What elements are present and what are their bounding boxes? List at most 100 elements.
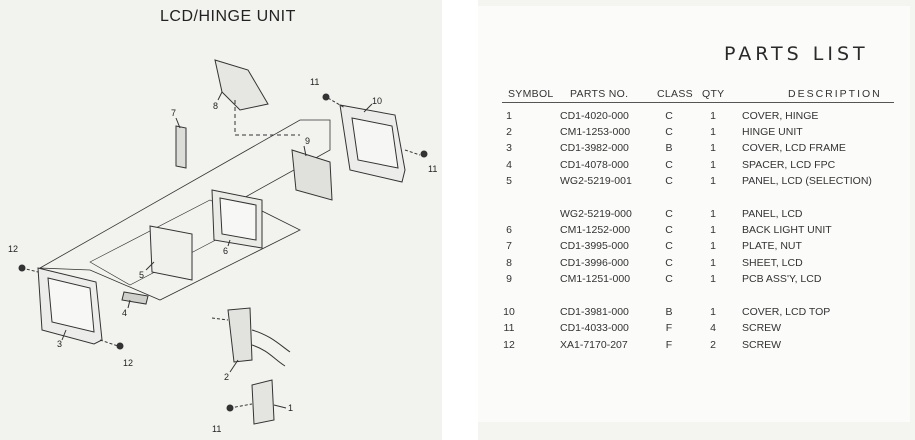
cell-parts-no: CD1-4033-000 [560,322,629,334]
cell-description: SCREW [742,339,782,351]
cell-qty: 1 [710,208,716,220]
header-class: CLASS [657,88,693,100]
cell-description: PANEL, LCD [742,208,803,220]
callout-11a: 11 [310,77,320,87]
cell-parts-no: CD1-3995-000 [560,240,629,252]
cell-parts-no: CD1-3996-000 [560,257,629,269]
cell-class: C [665,110,673,122]
cell-symbol: 9 [506,273,512,285]
cell-description: PLATE, NUT [742,240,802,252]
cell-class: C [665,175,673,187]
cell-parts-no: XA1-7170-207 [560,339,628,351]
cell-qty: 1 [710,224,716,236]
cell-symbol: 2 [506,126,512,138]
callout-11c: 11 [212,424,222,434]
gutter [442,0,478,440]
parts-list-panel: PARTS LIST SYMBOL PARTS NO. CLASS QTY DE… [478,6,910,422]
callout-5: 5 [139,270,145,280]
cell-symbol: 11 [503,322,515,334]
cell-qty: 1 [710,273,716,285]
cell-qty: 1 [710,142,716,154]
cell-symbol: 7 [506,240,512,252]
cell-class: C [665,159,673,171]
cell-description: SHEET, LCD [742,257,803,269]
cell-parts-no: CM1-1251-000 [560,273,631,285]
cell-class: B [665,306,673,318]
cell-parts-no: CD1-3981-000 [560,306,629,318]
cell-qty: 1 [710,240,716,252]
callout-1: 1 [288,403,294,413]
cell-parts-no: CD1-4020-000 [560,110,629,122]
header-description: DESCRIPTION [788,88,882,100]
cell-class: B [665,142,673,154]
part-5-panel [149,225,193,281]
diagram-title: LCD/HINGE UNIT [160,8,296,25]
cell-description: BACK LIGHT UNIT [742,224,832,236]
cell-parts-no: WG2-5219-001 [560,175,632,187]
cell-qty: 1 [710,126,716,138]
part-9-pcb [291,149,333,201]
cell-symbol: 12 [503,339,515,351]
cell-qty: 1 [710,110,716,122]
cell-description: COVER, LCD TOP [742,306,831,318]
cell-class: F [665,322,673,334]
callout-9: 9 [305,136,311,146]
header-underline [502,102,894,103]
part-2-hinge-unit [227,307,253,363]
part-1-hinge-cover [251,379,275,425]
screw-11-right [420,150,428,158]
cell-qty: 2 [710,339,716,351]
cell-symbol: 10 [503,306,515,318]
header-symbol: SYMBOL [508,88,554,100]
cell-symbol: 1 [506,110,512,122]
exploded-diagram-panel: LCD/HINGE UNIT [0,0,442,440]
cell-description: SCREW [742,322,782,334]
cell-qty: 1 [710,175,716,187]
cell-class: C [665,126,673,138]
header-qty: QTY [702,88,725,100]
cell-class: C [665,240,673,252]
callout-4: 4 [122,308,128,318]
cell-description: HINGE UNIT [742,126,803,138]
cell-class: C [665,208,673,220]
cell-class: C [665,273,673,285]
callout-11b: 11 [428,164,438,174]
screw-12-right [116,342,124,350]
cell-class: F [665,339,673,351]
callout-2: 2 [224,372,230,382]
parts-list-title: PARTS LIST [724,43,869,65]
cell-symbol: 5 [506,175,512,187]
callout-12a: 12 [8,244,19,254]
cell-parts-no: CD1-4078-000 [560,159,629,171]
cell-description: COVER, LCD FRAME [742,142,846,154]
callout-10: 10 [372,96,383,106]
cell-qty: 1 [710,159,716,171]
screw-11-bottom [226,404,234,412]
exploded-view-drawing [18,59,428,425]
cell-description: PCB ASS'Y, LCD [742,273,822,285]
callout-8: 8 [213,101,219,111]
cell-symbol: 4 [506,159,512,171]
cell-symbol: 8 [506,257,512,269]
cell-qty: 1 [710,306,716,318]
cell-parts-no: CM1-1253-000 [560,126,631,138]
cell-class: C [665,257,673,269]
cell-symbol: 3 [506,142,512,154]
cell-class: C [665,224,673,236]
callout-3: 3 [57,339,63,349]
cell-parts-no: WG2-5219-000 [560,208,632,220]
cell-symbol: 6 [506,224,512,236]
callout-6: 6 [223,246,229,256]
part-7-plate [175,125,187,169]
callout-7: 7 [171,108,177,118]
cell-parts-no: CM1-1252-000 [560,224,631,236]
cell-parts-no: CD1-3982-000 [560,142,629,154]
screw-11-top [322,93,330,101]
assembly-outline [38,119,331,301]
cell-description: COVER, HINGE [742,110,819,122]
part-4-spacer [121,291,149,305]
cell-qty: 4 [710,322,716,334]
cell-description: SPACER, LCD FPC [742,159,836,171]
header-parts-no: PARTS NO. [570,88,629,100]
callout-12b: 12 [123,358,134,368]
